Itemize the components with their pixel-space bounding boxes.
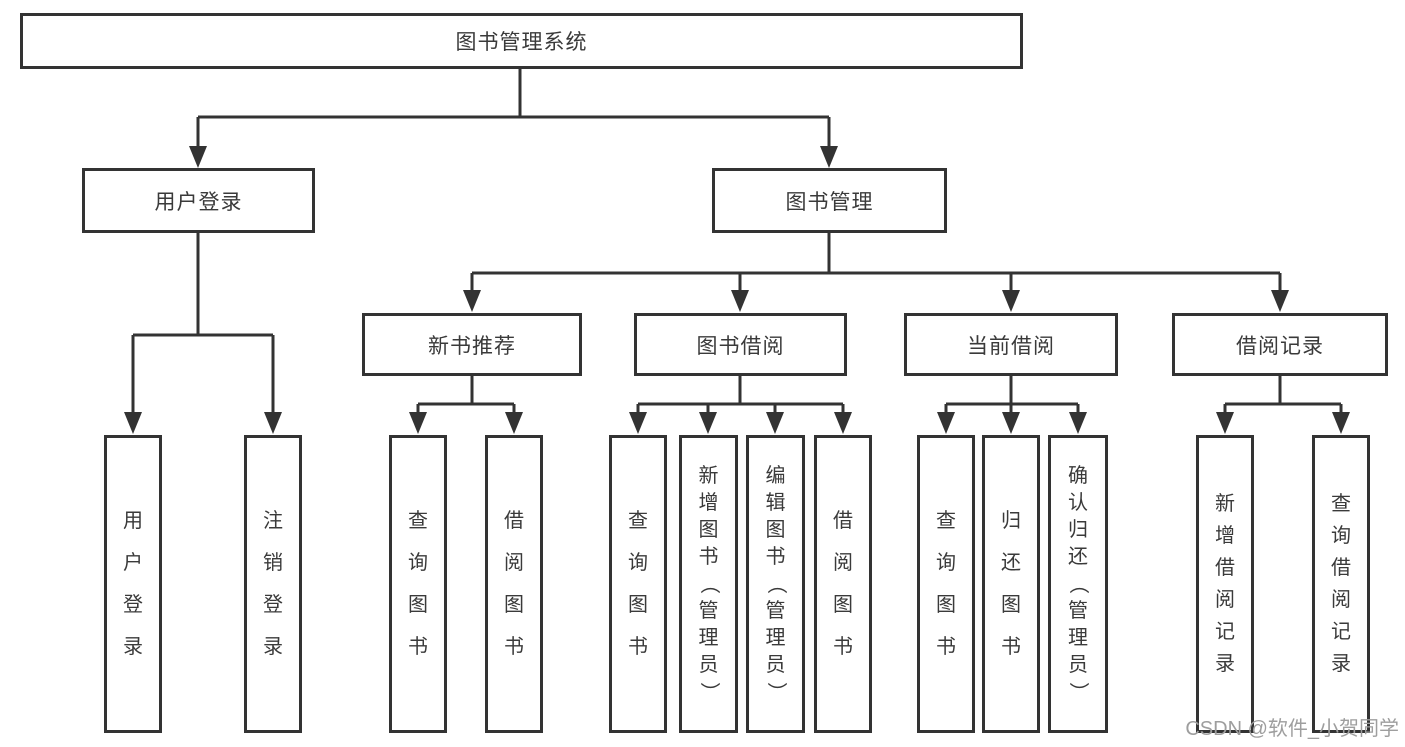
- leaf-logout-label: 注销登录: [263, 510, 283, 658]
- arrowhead-icon: [766, 412, 784, 434]
- node-current-borrow-label: 当前借阅: [967, 334, 1055, 358]
- leaf-borrow-query-books: 查询图书: [609, 435, 667, 733]
- leaf-borrow-edit-books: 编辑图书（管理员）: [746, 435, 805, 733]
- leaf-records-query-record-label: 查询借阅记录: [1331, 493, 1351, 675]
- leaf-current-return-books: 归还图书: [982, 435, 1040, 733]
- arrowhead-icon: [1002, 412, 1020, 434]
- node-book-borrow: 图书借阅: [634, 313, 847, 376]
- arrowhead-icon: [124, 412, 142, 434]
- leaf-newbook-query-books: 查询图书: [389, 435, 447, 733]
- leaf-current-query-books-label: 查询图书: [936, 510, 956, 658]
- leaf-newbook-borrow-books: 借阅图书: [485, 435, 543, 733]
- leaf-current-query-books: 查询图书: [917, 435, 975, 733]
- leaf-newbook-borrow-books-label: 借阅图书: [504, 510, 524, 658]
- leaf-records-add-record-label: 新增借阅记录: [1215, 493, 1235, 675]
- leaf-logout: 注销登录: [244, 435, 302, 733]
- leaf-current-return-books-label: 归还图书: [1001, 510, 1021, 658]
- node-book-management-label: 图书管理: [785, 190, 874, 214]
- arrowhead-icon: [505, 412, 523, 434]
- node-current-borrow: 当前借阅: [904, 313, 1118, 376]
- leaf-borrow-borrow-books-label: 借阅图书: [833, 510, 853, 658]
- node-new-book-recommend: 新书推荐: [362, 313, 582, 376]
- node-borrow-records-label: 借阅记录: [1236, 334, 1324, 358]
- leaf-records-add-record: 新增借阅记录: [1196, 435, 1254, 733]
- node-user-login: 用户登录: [82, 168, 315, 233]
- leaf-borrow-add-books: 新增图书（管理员）: [679, 435, 738, 733]
- arrowhead-icon: [264, 412, 282, 434]
- arrowhead-icon: [189, 146, 207, 168]
- connector-path: [131, 68, 1343, 417]
- arrowhead-icon: [820, 146, 838, 168]
- arrowhead-icon: [1332, 412, 1350, 434]
- arrowhead-icon: [1002, 290, 1020, 312]
- leaf-user-login: 用户登录: [104, 435, 162, 733]
- leaf-records-query-record: 查询借阅记录: [1312, 435, 1370, 733]
- arrowhead-icon: [1216, 412, 1234, 434]
- node-user-login-label: 用户登录: [154, 190, 243, 214]
- arrowhead-icon: [731, 290, 749, 312]
- leaf-borrow-edit-books-label: 编辑图书（管理员）: [764, 465, 787, 702]
- arrowhead-icon: [937, 412, 955, 434]
- leaf-current-confirm-return-label: 确认归还（管理员）: [1067, 465, 1089, 702]
- node-book-borrow-label: 图书借阅: [696, 334, 785, 358]
- leaf-borrow-borrow-books: 借阅图书: [814, 435, 872, 733]
- arrowhead-icon: [463, 290, 481, 312]
- node-new-book-recommend-label: 新书推荐: [428, 334, 516, 358]
- arrowhead-icon: [834, 412, 852, 434]
- node-root-label: 图书管理系统: [455, 31, 588, 54]
- arrowhead-icon: [1271, 290, 1289, 312]
- leaf-user-login-label: 用户登录: [123, 510, 143, 658]
- leaf-borrow-add-books-label: 新增图书（管理员）: [697, 465, 720, 702]
- arrowhead-icon: [699, 412, 717, 434]
- leaf-borrow-query-books-label: 查询图书: [628, 510, 648, 658]
- node-borrow-records: 借阅记录: [1172, 313, 1388, 376]
- arrowhead-icon: [629, 412, 647, 434]
- arrowhead-icon: [409, 412, 427, 434]
- node-book-management: 图书管理: [712, 168, 947, 233]
- node-root: 图书管理系统: [20, 13, 1023, 69]
- leaf-newbook-query-books-label: 查询图书: [408, 510, 428, 658]
- leaf-current-confirm-return: 确认归还（管理员）: [1048, 435, 1108, 733]
- watermark: CSDN @软件_小贺同学: [1185, 718, 1399, 740]
- arrowhead-icon: [1069, 412, 1087, 434]
